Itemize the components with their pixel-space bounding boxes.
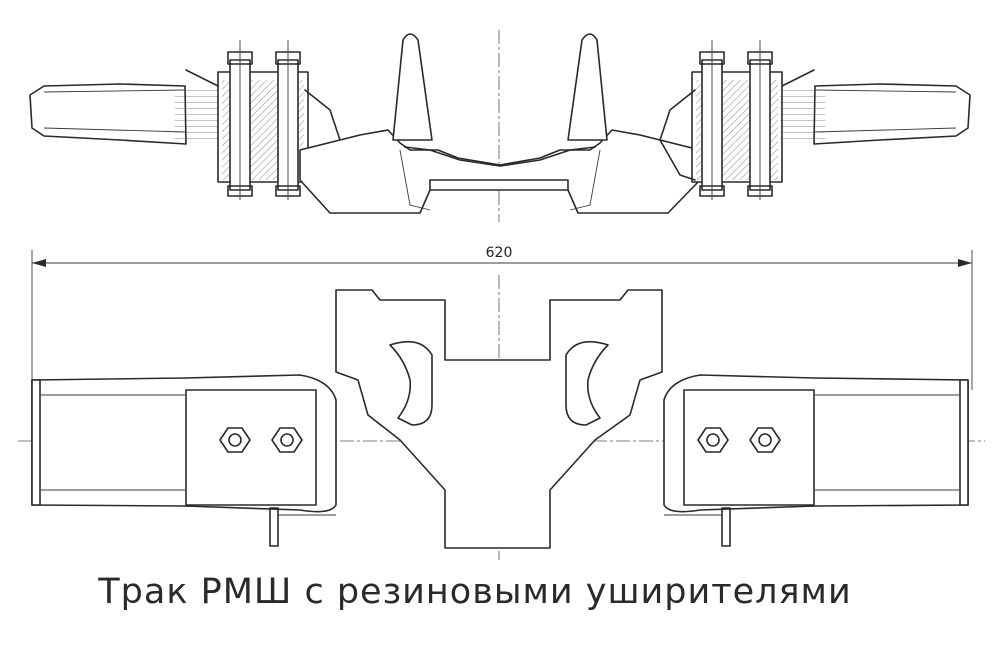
left-nut-1 [219, 427, 251, 453]
track-body [299, 129, 701, 214]
right-nut-2 [749, 427, 781, 453]
right-clamp-assembly [659, 40, 815, 200]
plan-view [18, 275, 985, 560]
plan-right-widener [663, 374, 969, 547]
left-clamp-assembly [185, 40, 341, 200]
plan-track-body [335, 289, 663, 549]
dimension-label: 620 [486, 245, 513, 261]
side-view [29, 30, 971, 222]
drawing-caption: Трак РМШ с резиновыми уширителями [97, 572, 851, 612]
left-nut-2 [271, 427, 303, 453]
dimension-620: 620 [31, 245, 973, 390]
plan-left-widener [31, 374, 337, 547]
right-nut-1 [697, 427, 729, 453]
guide-horns [392, 33, 608, 141]
right-rubber-widener [780, 83, 971, 145]
left-rubber-widener [29, 83, 220, 145]
